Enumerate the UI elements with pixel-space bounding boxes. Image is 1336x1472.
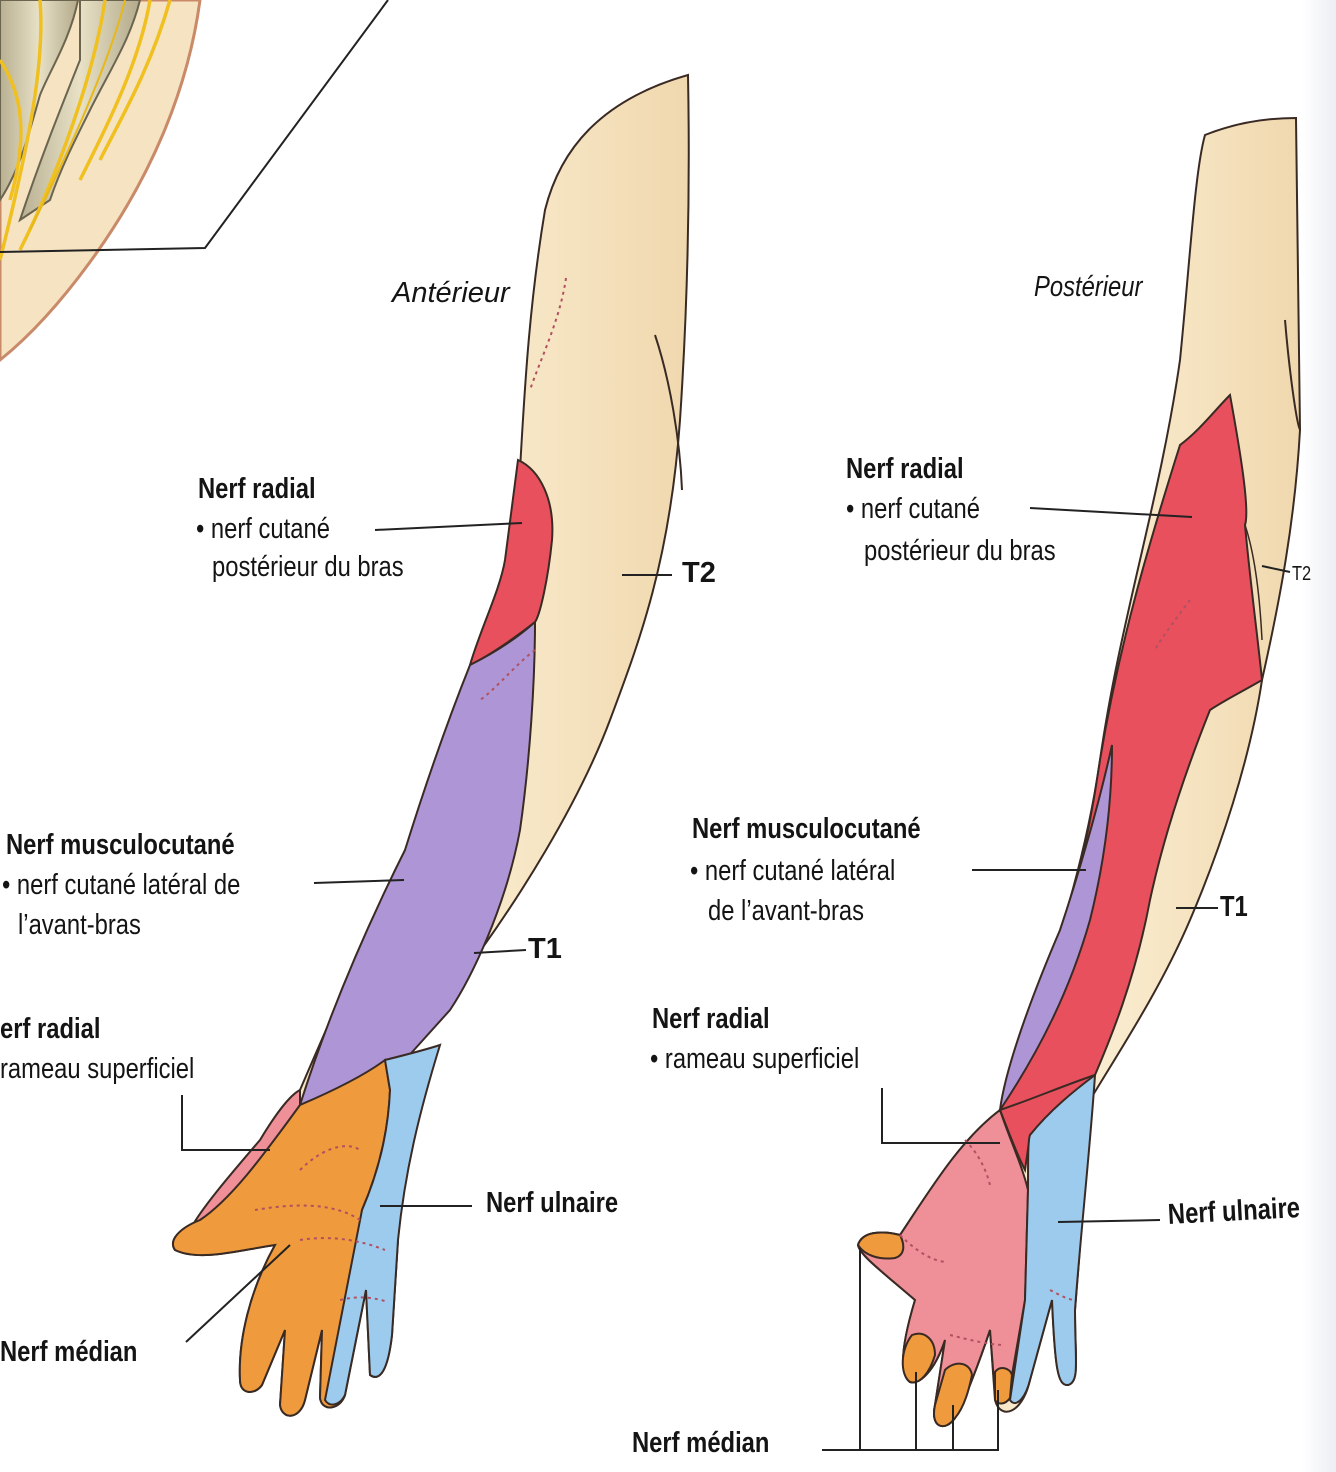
posterior-musculocutaneous-title: Nerf musculocutané — [692, 813, 921, 845]
anterior-leader-lines — [181, 522, 672, 1343]
inset-fragment — [0, 0, 202, 362]
anterior-radial-arm-line1: • nerf cutané — [196, 513, 330, 545]
inset-leader-line — [0, 0, 389, 253]
posterior-median-tip-index — [901, 1332, 937, 1384]
posterior-median-tip-middle — [933, 1362, 974, 1428]
anterior-ulnar-zone — [323, 1043, 442, 1406]
anterior-ulnar-label: Nerf ulnaire — [486, 1187, 619, 1219]
posterior-radial-arm-title: Nerf radial — [846, 453, 964, 485]
posterior-view-title: Postérieur — [1034, 271, 1143, 303]
posterior-radial-superficial-line1: • rameau superficiel — [650, 1043, 860, 1075]
posterior-median-tip-ring — [994, 1367, 1014, 1405]
anterior-radial-arm-line2: postérieur du bras — [212, 551, 404, 583]
posterior-median-tip-thumb — [856, 1231, 905, 1260]
posterior-t1-label: T1 — [1220, 891, 1248, 923]
posterior-median-label: Nerf médian — [632, 1427, 770, 1459]
anterior-musculocutaneous-title: Nerf musculocutané — [6, 829, 235, 861]
anterior-radial-superficial-title: erf radial — [0, 1013, 101, 1045]
anterior-radial-arm-title: Nerf radial — [198, 473, 316, 505]
anterior-musculocutaneous-line2: l’avant-bras — [18, 909, 141, 941]
anterior-radial-superficial-line1: rameau superficiel — [0, 1053, 195, 1085]
anterior-median-label: Nerf médian — [0, 1336, 138, 1368]
posterior-radial-arm-line1: • nerf cutané — [846, 493, 980, 525]
anterior-musculocutaneous-zone — [298, 619, 537, 1107]
page-edge-shadow — [1302, 0, 1336, 1472]
posterior-ulnar-zone — [1008, 1072, 1097, 1405]
posterior-musculocutaneous-line1: • nerf cutané latéral — [690, 855, 896, 887]
anterior-view-title: Antérieur — [392, 277, 510, 309]
posterior-radial-superficial-title: Nerf radial — [652, 1003, 770, 1035]
posterior-t2-label: T2 — [1292, 563, 1312, 585]
posterior-radial-arm-line2: postérieur du bras — [864, 535, 1056, 567]
anterior-t1-label: T1 — [528, 933, 562, 965]
posterior-musculocutaneous-line2: de l’avant-bras — [708, 895, 864, 927]
anterior-arm — [172, 73, 690, 1417]
posterior-leader-lines — [822, 507, 1291, 1451]
anterior-median-zone — [172, 1058, 392, 1417]
posterior-arm — [856, 116, 1302, 1428]
anterior-musculocutaneous-line1: • nerf cutané latéral de — [2, 869, 241, 901]
anterior-t2-label: T2 — [682, 557, 716, 589]
